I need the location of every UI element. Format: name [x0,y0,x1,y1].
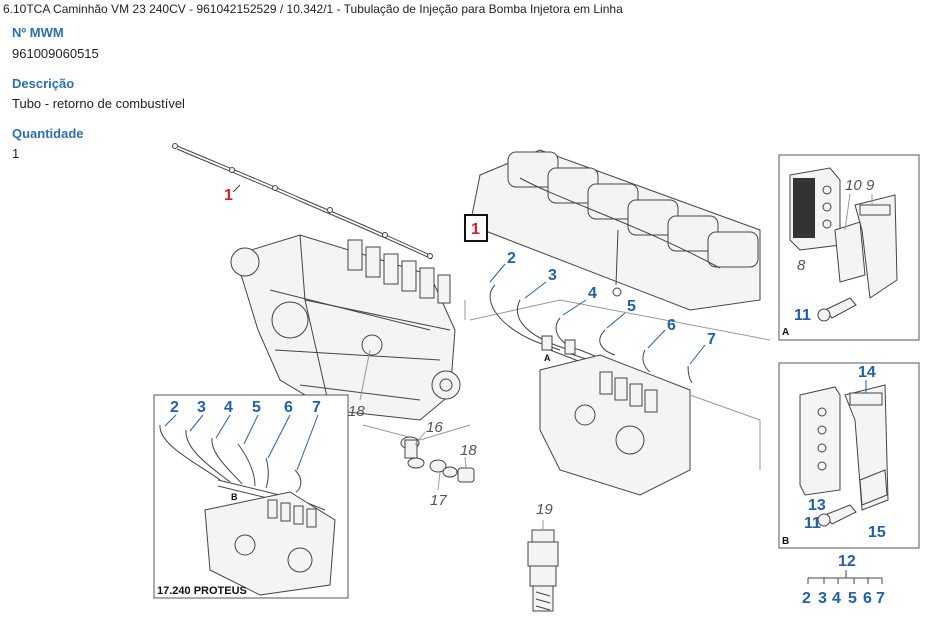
mwm-number-label: Nº MWM [12,25,64,40]
inset-callout-4: 4 [224,399,233,416]
engine-assembly [464,149,771,341]
fan-bracket [807,570,883,584]
callout-16: 16 [426,419,443,436]
callout-17: 17 [430,492,447,509]
injector [527,529,559,612]
callout-18b: 18 [460,442,477,459]
callout-6: 6 [667,317,676,334]
inset-callout-3: 3 [197,399,206,416]
breadcrumb: 6.10TCA Caminhão VM 23 240CV - 961042152… [3,2,623,16]
fan-callout-5: 5 [848,590,857,607]
fan-callout-6: 6 [863,590,872,607]
callout-1-red: 1 [224,187,233,204]
fan-callout-3: 3 [818,590,827,607]
callout-2: 2 [507,250,516,267]
callout-5: 5 [627,298,636,315]
inset-callout-7: 7 [312,399,321,416]
callout-3: 3 [548,267,557,284]
detail-b-callout-14: 14 [858,364,876,381]
detail-b [778,362,920,549]
fan-callout-12: 12 [838,553,856,570]
detail-b-callout-15: 15 [868,524,886,541]
callout-1-boxed: 1 [471,221,480,238]
callout-19: 19 [536,501,553,518]
fan-callout-7: 7 [876,590,885,607]
fan-callout-2: 2 [802,590,811,607]
description-value: Tubo - retorno de combustível [12,96,185,111]
description-label: Descrição [12,76,75,91]
inset-proteus-label: 17.240 PROTEUS [157,585,247,597]
callout-4: 4 [588,285,597,302]
inset-marker-b: B [231,492,238,502]
return-fuel-pipe[interactable] [172,143,433,260]
inset-callout-6: 6 [284,399,293,416]
inset-callout-2: 2 [170,399,179,416]
quantity-label: Quantidade [12,126,84,141]
marker-a-left: A [544,353,551,363]
detail-a [778,154,920,341]
detail-a-letter: A [782,327,789,338]
fitting-group [400,436,475,483]
detail-a-callout-11: 11 [794,307,811,324]
callout-7: 7 [707,331,716,348]
inset-callout-5: 5 [252,399,261,416]
detail-b-callout-13: 13 [808,497,826,514]
engine-pump [539,354,761,496]
quantity-value: 1 [12,146,20,161]
detail-b-callout-11: 11 [804,515,821,532]
callout-18a: 18 [348,403,365,420]
injection-pump [230,234,461,421]
detail-a-callout-10: 10 [845,177,862,194]
callout-1-box [464,214,488,242]
detail-b-letter: B [782,536,789,547]
fan-callout-4: 4 [832,590,841,607]
mwm-number-value: 961009060515 [12,46,99,61]
detail-a-callout-9: 9 [866,177,875,194]
detail-a-callout-8: 8 [797,257,806,274]
inset-proteus [153,394,349,599]
